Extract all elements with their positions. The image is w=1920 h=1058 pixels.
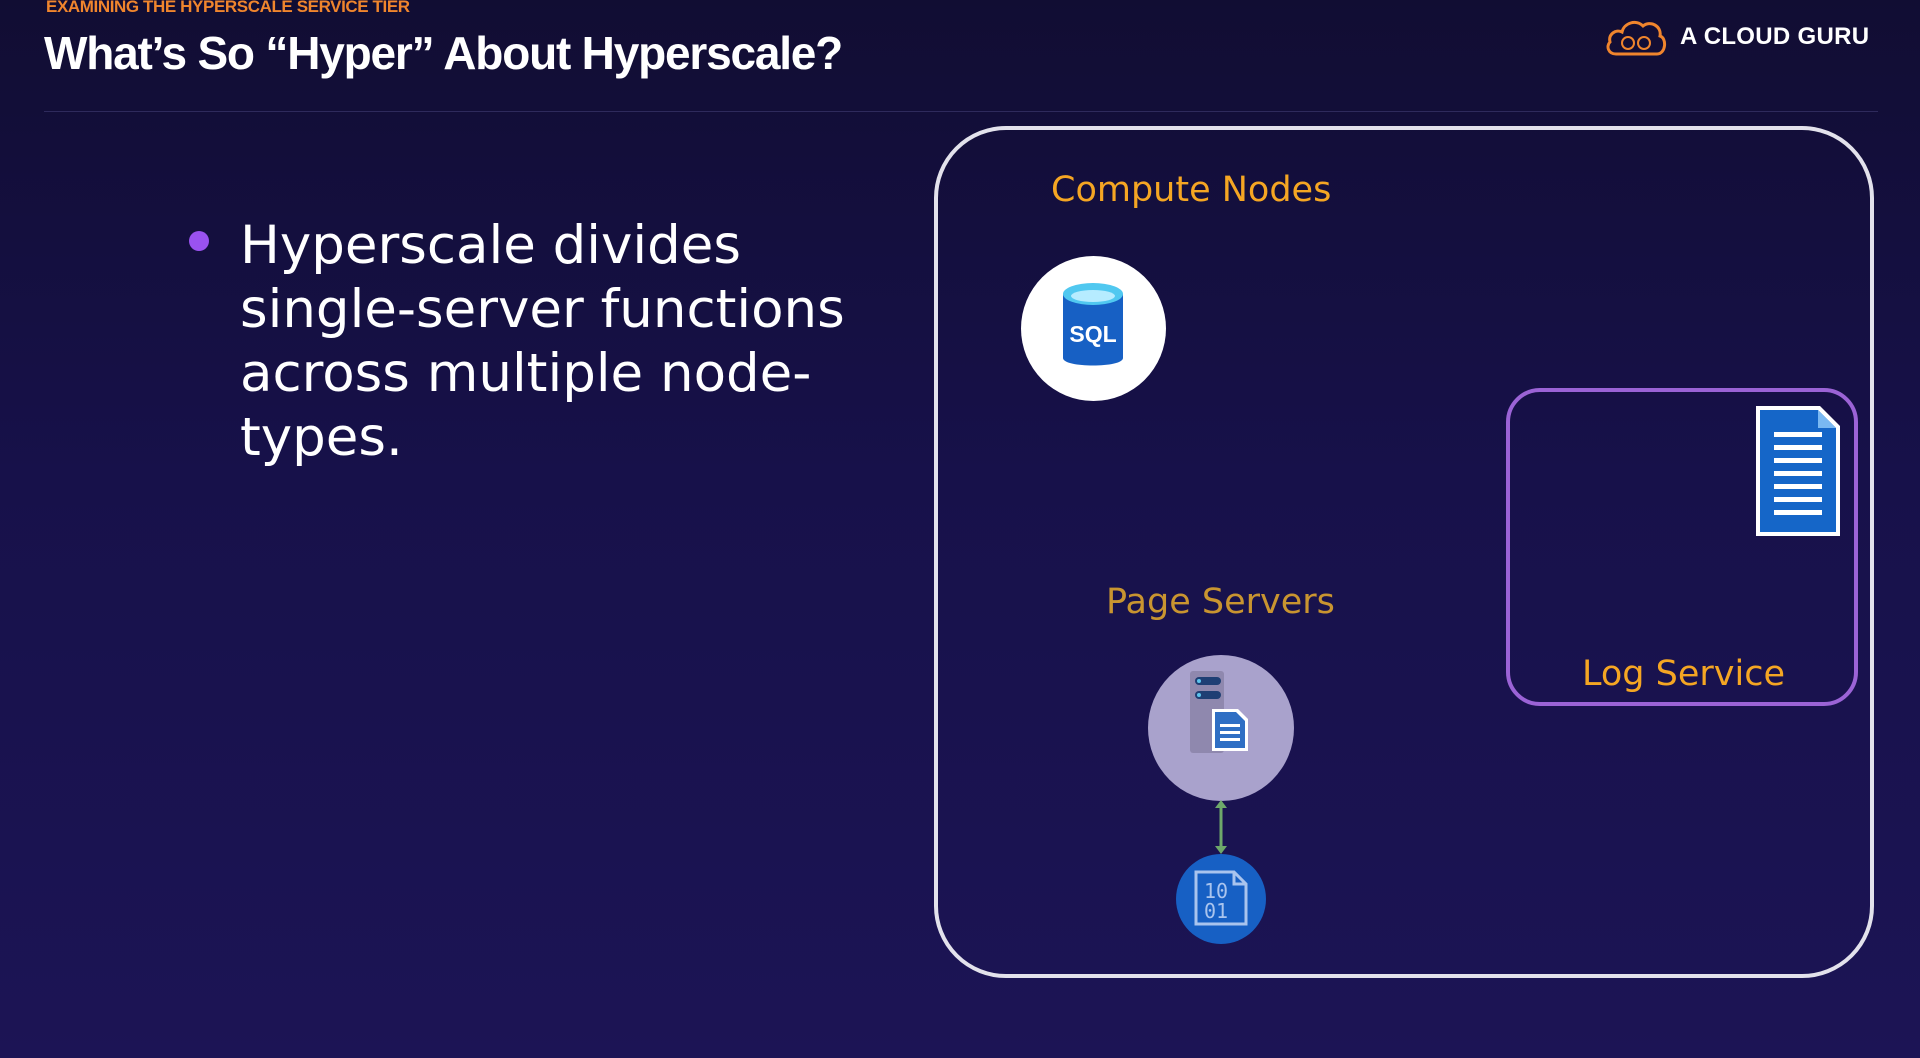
hyperscale-diagram-frame <box>934 126 1874 978</box>
log-service-label: Log Service <box>1582 654 1785 694</box>
slide-eyebrow: EXAMINING THE HYPERSCALE SERVICE TIER <box>46 0 410 16</box>
compute-nodes-label: Compute Nodes <box>1051 170 1332 210</box>
sql-icon-text: SQL <box>1069 321 1116 347</box>
double-arrow-icon <box>1215 800 1227 854</box>
bullet-marker <box>189 231 209 251</box>
header-divider <box>44 111 1878 112</box>
page-server-node <box>1148 655 1294 801</box>
brand-logo: A CLOUD GURU <box>1604 16 1869 58</box>
sql-database-icon: SQL <box>1063 283 1123 366</box>
document-icon <box>1756 406 1840 536</box>
compute-node: SQL <box>1021 256 1166 401</box>
brand-name: A CLOUD GURU <box>1680 23 1870 50</box>
binary-line-1: 10 <box>1204 879 1228 903</box>
slide-title: What’s So “Hyper” About Hyperscale? <box>44 27 843 79</box>
page-servers-label: Page Servers <box>1106 582 1335 622</box>
cloud-logo-icon <box>1606 20 1666 56</box>
page-server-icon <box>1190 671 1248 753</box>
storage-node: 10 01 <box>1176 854 1266 944</box>
log-service-box <box>1506 388 1858 706</box>
bullet-text: Hyperscale divides single-server functio… <box>240 215 845 468</box>
binary-file-icon: 10 01 <box>1194 870 1248 926</box>
binary-line-2: 01 <box>1204 899 1228 923</box>
